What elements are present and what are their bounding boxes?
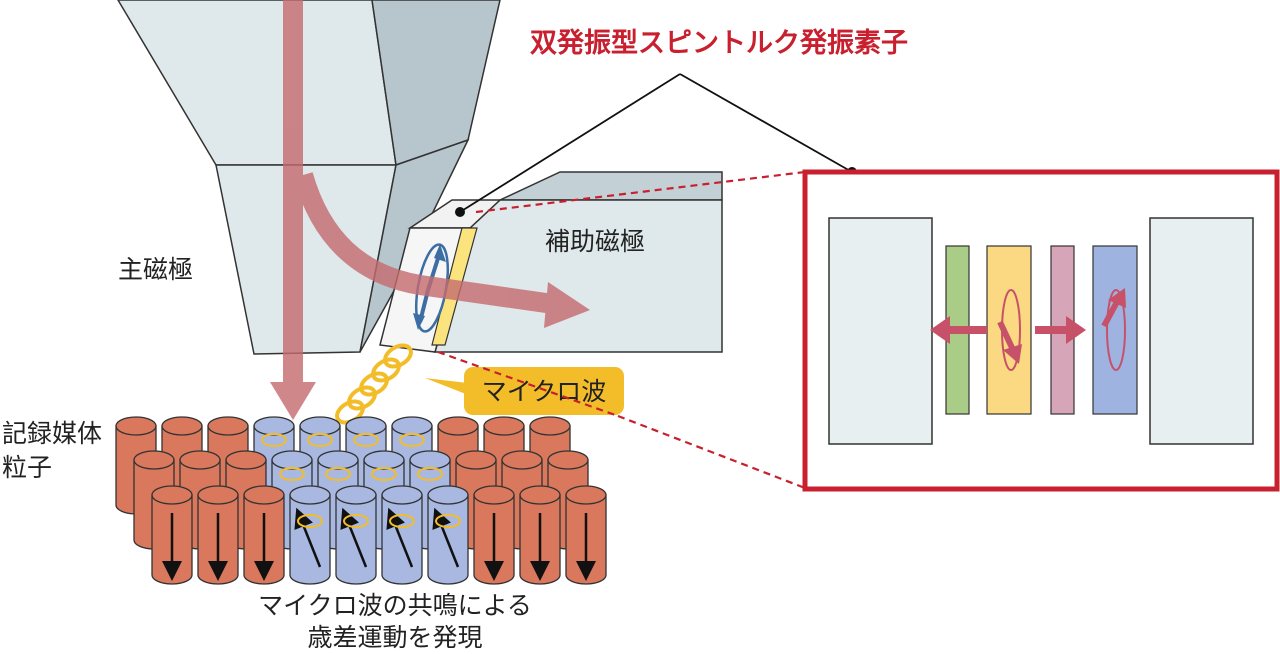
grain-precessing bbox=[427, 485, 469, 585]
main-pole-upper-left-face bbox=[117, 0, 397, 166]
grain-fixed bbox=[519, 485, 561, 585]
microwave-coil bbox=[335, 343, 413, 425]
callout-line-to-detail bbox=[679, 73, 853, 173]
grain-precessing bbox=[289, 485, 331, 585]
detail-spin-arrowhead-blue bbox=[1108, 288, 1126, 308]
flux-curved-arrow-head bbox=[544, 282, 590, 328]
spin-arrow-up-head bbox=[434, 244, 446, 262]
grain-precessing bbox=[335, 485, 377, 585]
callout-dashed-device bbox=[437, 350, 619, 418]
microwave-label-bubble: マイクロ波 bbox=[425, 367, 624, 415]
detail-precession-blue bbox=[1106, 289, 1126, 371]
media-label-line2: 粒子 bbox=[2, 453, 52, 482]
detail-right-pole bbox=[1149, 217, 1254, 445]
detail-layer-blue bbox=[1092, 245, 1138, 415]
auxiliary-pole bbox=[434, 171, 723, 353]
microwave-label: マイクロ波 bbox=[482, 377, 607, 406]
main-pole-label: 主磁極 bbox=[118, 255, 193, 284]
flux-arrows bbox=[270, 0, 590, 420]
grain-fixed bbox=[565, 485, 607, 585]
device-title: 双発振型スピントルク発振素子 bbox=[530, 28, 908, 59]
detail-left-pole bbox=[828, 217, 933, 445]
detail-arrow-right bbox=[1035, 316, 1086, 344]
aux-pole-label: 補助磁極 bbox=[545, 227, 645, 256]
recording-media-grains bbox=[115, 416, 607, 585]
aux-pole-front bbox=[434, 199, 723, 353]
microwave-bubble-pointer bbox=[425, 378, 476, 398]
callout-dashed-lower bbox=[617, 414, 806, 490]
grain-fixed bbox=[197, 485, 239, 585]
main-pole bbox=[117, 0, 501, 355]
flux-curved-arrow bbox=[293, 172, 562, 315]
callout-dashed-upper bbox=[475, 170, 806, 214]
caption-line2: 歳差運動を発現 bbox=[307, 623, 482, 652]
grain-fixed bbox=[243, 485, 285, 585]
grain-precessing bbox=[381, 485, 423, 585]
detail-spin-arrowhead-yellow bbox=[1003, 344, 1022, 364]
microwave-bubble-box bbox=[464, 367, 624, 415]
caption-line1: マイクロ波の共鳴による bbox=[258, 591, 532, 620]
detail-layer-yellow bbox=[986, 245, 1032, 415]
detail-spin-arrow-blue bbox=[1101, 298, 1121, 328]
media-label-line1: 記録媒体 bbox=[2, 419, 102, 448]
grain-fixed bbox=[151, 485, 193, 585]
grain-fixed bbox=[473, 485, 515, 585]
flux-vertical-arrow-shaft bbox=[283, 0, 303, 385]
sto-detail-panel bbox=[802, 169, 1280, 492]
flux-vertical-arrow-head bbox=[270, 382, 316, 420]
detail-arrow-left bbox=[930, 316, 987, 344]
detail-spin-arrow-yellow bbox=[997, 320, 1017, 354]
spin-arrow-down-head bbox=[413, 313, 425, 330]
callout-dot-device bbox=[455, 207, 465, 217]
callout-line-to-device bbox=[459, 73, 681, 213]
